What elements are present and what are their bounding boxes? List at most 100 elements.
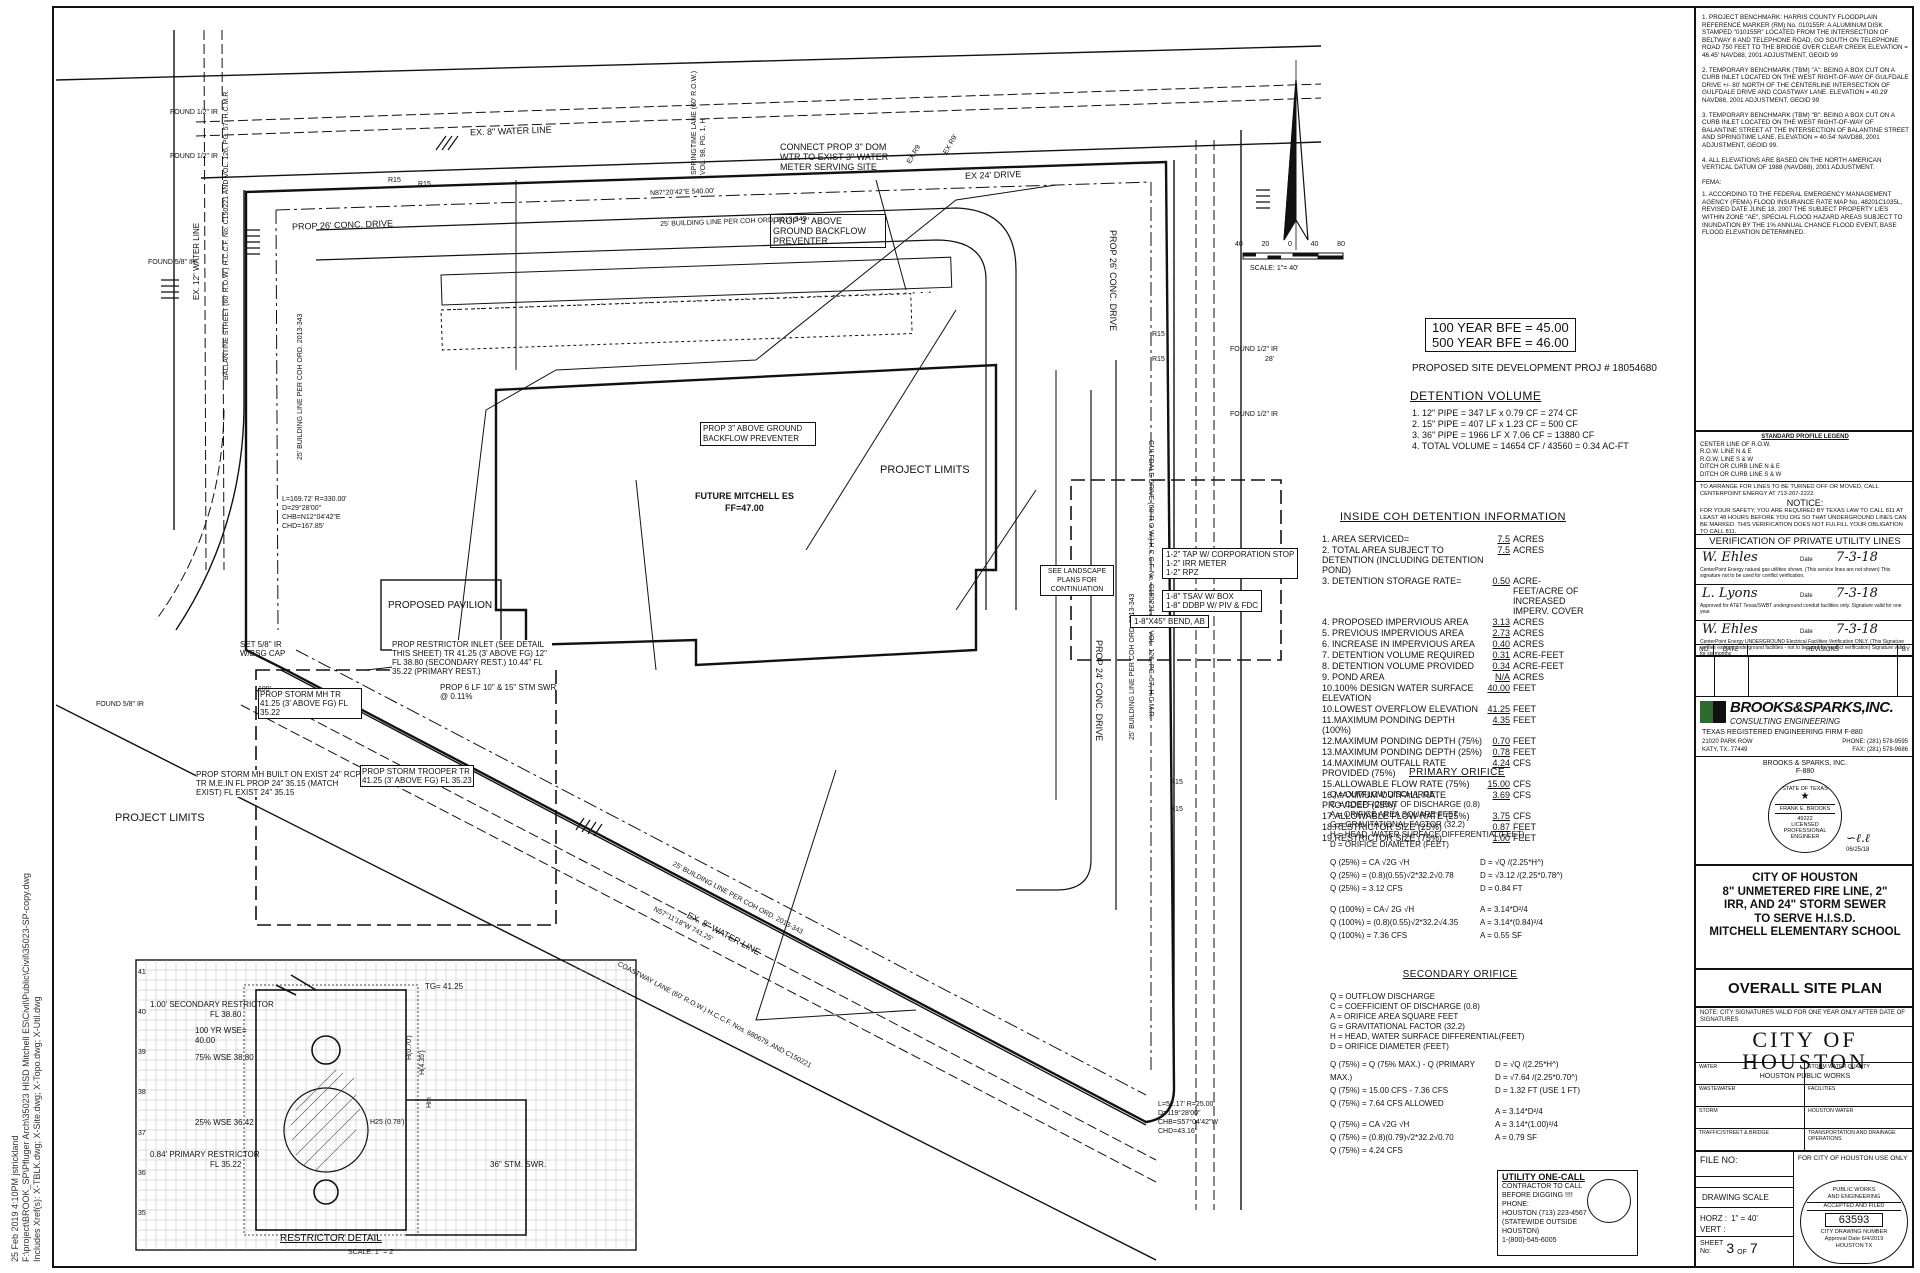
- coh-row-value: 2.73: [1492, 628, 1510, 638]
- vert-label: VERT :: [1700, 1225, 1726, 1234]
- city-use: FOR CITY OF HOUSTON USE ONLY: [1798, 1155, 1908, 1162]
- outlet-pipe: [406, 1099, 527, 1236]
- utility-call-line: 1-(800)-545-6005: [1502, 1237, 1557, 1244]
- benchmark-note: 1. PROJECT BENCHMARK: HARRIS COUNTY FLOO…: [1702, 14, 1908, 59]
- tap-callout: 1-2" RPZ: [1166, 568, 1199, 577]
- coh-row-unit: FEET: [1513, 715, 1537, 725]
- utility-call-box: UTILITY ONE-CALL CONTRACTOR TO CALL BEFO…: [1497, 1170, 1638, 1256]
- coh-row-value: 0.70: [1492, 736, 1510, 746]
- horz-label: HORZ :: [1700, 1214, 1728, 1223]
- ballantine-label: BALLANTINE STREET (60' R.O.W.) H.C.C.F. …: [223, 89, 230, 380]
- stamp-line: Approval Date 6/4/2019: [1824, 1236, 1884, 1242]
- dim-28: 28': [1265, 356, 1275, 363]
- bfe-100: 100 YEAR BFE = 45.00: [1432, 320, 1569, 335]
- file-path-note: 25 Feb 2019 4:10PM jstrickland F:\projec…: [10, 873, 43, 1262]
- coh-row-value: 1.00: [1492, 833, 1510, 843]
- seal-number: 49222: [1797, 816, 1813, 822]
- verification-date: 7-3-18: [1836, 622, 1878, 637]
- project-title-line: CITY OF HOUSTON: [1752, 872, 1858, 884]
- verification-box: VERIFICATION OF PRIVATE UTILITY LINES W.…: [1696, 534, 1914, 657]
- coh-row-value: 15.00: [1487, 779, 1510, 789]
- primary-restrictor-label: 0.84' PRIMARY RESTRICTOR: [150, 1150, 260, 1159]
- sheet-no-label: No:: [1700, 1248, 1711, 1255]
- detention-volume-title: DETENTION VOLUME: [1410, 389, 1542, 403]
- coh-row-value: 0.34: [1492, 661, 1510, 671]
- plot-stamp: 25 Feb 2019 4:10PM jstrickland: [10, 1135, 20, 1262]
- detail-h25: H25 (0.78'): [370, 1119, 405, 1126]
- city-name: CITY OF HOUSTON: [1742, 1027, 1868, 1074]
- prop-backflow-note-2: PROP 3" ABOVE GROUND BACKFLOW PREVENTER: [700, 422, 816, 446]
- detention-line: 3. 36" PIPE = 1966 LF X 7.06 CF = 13880 …: [1412, 430, 1595, 440]
- scale-tick: 40: [1310, 241, 1319, 248]
- utility-call-line: CONTRACTOR TO CALL: [1502, 1183, 1583, 1190]
- springtime-curb-south: [195, 97, 1322, 137]
- detail-h75: H(0.70'): [406, 1035, 413, 1060]
- scale-tick: 40: [1235, 241, 1243, 248]
- detail-elevations: 41 40 39 38 37 36 35: [138, 968, 146, 1218]
- primary-eq: D = 0.84 FT: [1480, 884, 1523, 893]
- coh-row-label: 6. INCREASE IN IMPERVIOUS AREA: [1322, 639, 1475, 649]
- restrictor-detail-scale: SCALE: 1" = 2': [348, 1249, 395, 1256]
- sheet-of: OF: [1737, 1249, 1747, 1256]
- valve-callout: 1-8" DDBP W/ PIV & FDC: [1166, 601, 1259, 610]
- coh-row-value: 0.87: [1492, 822, 1510, 832]
- verification-date: 7-3-18: [1836, 586, 1878, 601]
- north-arrow-icon: [1283, 60, 1309, 250]
- sheet-border: [52, 6, 1914, 1268]
- coh-row-label: 3. DETENTION STORAGE RATE=: [1322, 576, 1462, 586]
- detail-pipe: 36" STM. SWR.: [490, 1160, 547, 1169]
- building-line-west: 25' BUILDING LINE PER COH ORD. 2013-343: [297, 313, 304, 460]
- primary-def: G = GRAVITATIONAL FACTOR (32.2): [1330, 820, 1465, 829]
- approval-cell: TRAFFIC/STREET & BRIDGE: [1696, 1129, 1805, 1150]
- drawing-scale-title: DRAWING SCALE: [1696, 1187, 1793, 1208]
- coh-row-label: 13.MAXIMUM PONDING DEPTH (25%): [1322, 747, 1483, 757]
- verification-signature: W. Ehles: [1702, 622, 1758, 637]
- coh-row-unit: FEET: [1513, 683, 1537, 693]
- coh-row-value: 0.40: [1492, 639, 1510, 649]
- coh-row-unit: FEET: [1513, 704, 1537, 714]
- coh-row-label: 12.MAXIMUM PONDING DEPTH (75%): [1322, 736, 1483, 746]
- ex-24-drive-label: EX 24' DRIVE: [964, 169, 1022, 181]
- pipe-circle: [283, 1087, 369, 1173]
- primary-restrictor-circle: [313, 1179, 339, 1205]
- iron-rod-note: SET 5/8" IR W/BSG CAP: [240, 640, 286, 658]
- secondary-eq: Q (75%) = 4.24 CFS: [1330, 1146, 1403, 1155]
- curve-data-west: L=169.72' R=330.00' D=29°28'00" CHB=N12°…: [282, 496, 347, 530]
- legend-item: CENTER LINE OF R.O.W.: [1700, 441, 1771, 448]
- primary-eq: D = √3.12 /(2.25*0.78^): [1480, 871, 1563, 880]
- lf-note: PROP 6 LF 10" & 15" STM SWR @ 0.11%: [440, 683, 557, 701]
- coh-row-value: 4.35: [1492, 715, 1510, 725]
- rev-revisions: REVISIONS: [1748, 645, 1898, 655]
- coh-row-value: 7.5: [1497, 545, 1510, 555]
- building-name: FUTURE MITCHELL ES: [695, 491, 794, 501]
- bfe-500: 500 YEAR BFE = 46.00: [1432, 335, 1569, 350]
- detention-line: 2. 15" PIPE = 407 LF x 1.23 CF = 500 CF: [1412, 419, 1578, 429]
- tap-callout: 1-2" IRR METER: [1166, 559, 1227, 568]
- primary-eq: A = 3.14*D²/4: [1480, 905, 1528, 914]
- acceptance-stamp: PUBLIC WORKS AND ENGINEERING ACCEPTED AN…: [1800, 1180, 1908, 1264]
- title-block: 1. PROJECT BENCHMARK: HARRIS COUNTY FLOO…: [1694, 6, 1914, 1268]
- sheet-title: OVERALL SITE PLAN: [1728, 980, 1882, 997]
- secondary-eq: Q (75%) = Q (75% MAX.) - Q (PRIMARY MAX.…: [1330, 1060, 1475, 1082]
- restrictor-detail-title: RESTRICTOR DETAIL: [280, 1233, 382, 1244]
- verification-signature: W. Ehles: [1702, 550, 1758, 565]
- notice-title: NOTICE:: [1786, 498, 1824, 508]
- primary-restrictor-fl: FL 35.22: [210, 1160, 242, 1169]
- benchmark-notes: 1. PROJECT BENCHMARK: HARRIS COUNTY FLOO…: [1702, 14, 1910, 237]
- sheet-title-block: OVERALL SITE PLAN: [1696, 968, 1914, 1008]
- building-line: [275, 181, 1152, 211]
- prop-24-drive-label: PROP 24' CONC. DRIVE: [1094, 640, 1104, 742]
- coh-row-unit: FEET: [1513, 822, 1537, 832]
- approval-cell: STORM: [1696, 1107, 1805, 1128]
- sheet-total: 7: [1749, 1240, 1758, 1256]
- fema-label: FEMA:: [1702, 178, 1722, 186]
- firm-fax: FAX: (281) 578-9686: [1852, 747, 1908, 753]
- utility-call-title: UTILITY ONE-CALL: [1502, 1172, 1585, 1182]
- springtime-label: SPRINGTIME LANE (60' R.O.W.) VOL. 98, PG…: [691, 70, 707, 175]
